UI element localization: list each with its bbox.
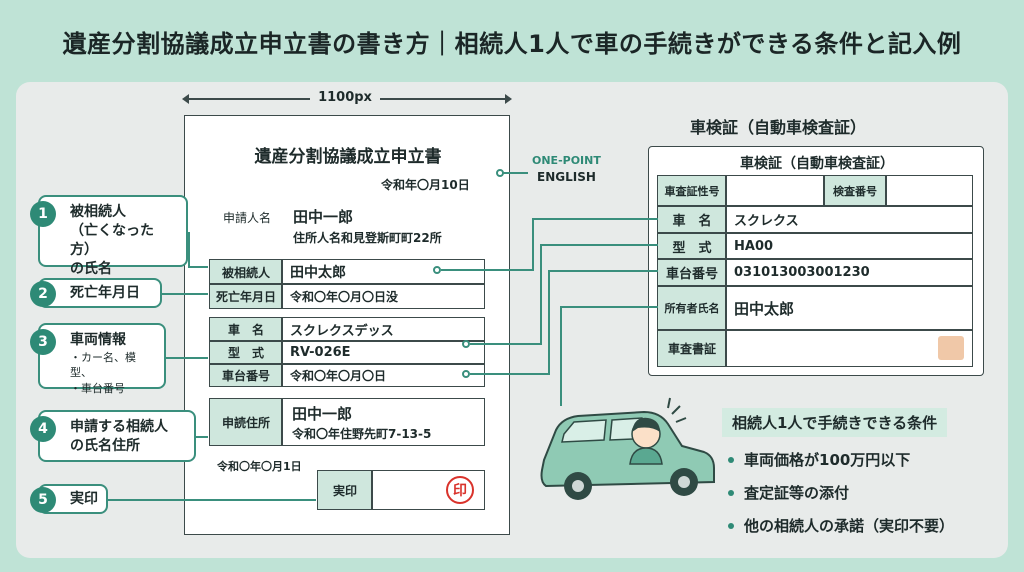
stamp-square (938, 336, 964, 360)
car-illustration (540, 397, 715, 500)
heir-address-label: 申読住所 (210, 399, 282, 445)
label-text: 被相続人 （亡くなった方） の氏名 (70, 204, 154, 277)
seal-label: 実印 (318, 471, 372, 509)
card-model-value: HA00 (734, 238, 774, 254)
connector-card-a (441, 269, 534, 271)
sign-date: 令和〇年〇月1日 (217, 460, 302, 473)
chassis-value: 令和〇年〇月〇日 (290, 368, 387, 383)
chassis-dot (462, 370, 470, 378)
label-text: 車両情報 (70, 332, 126, 348)
car-name-value: スクレクスデッス (290, 324, 394, 339)
deceased-label: 被相続人 (210, 260, 282, 284)
deceased-name: 田中太郎 (290, 265, 346, 281)
condition-item: 査定証等の添付 (722, 482, 992, 503)
seal-box: 実印 印 (317, 470, 485, 510)
label-vehicle: 3 車両情報 ・カー名、模型、 ・車台番号 (30, 323, 166, 395)
connector-card-a3 (532, 218, 658, 220)
document-title: 遺産分割協議成立申立書 (254, 147, 442, 167)
model-value: RV-026E (290, 345, 351, 360)
connector-5 (108, 499, 316, 501)
conditions-panel: 相続人1人で手続きできる条件 車両価格が100万円以下 査定証等の添付 他の相続… (722, 408, 992, 536)
connector-card-b2 (540, 244, 542, 345)
cert-no-label: 車査証性号 (658, 176, 726, 206)
connector-1 (188, 232, 190, 268)
width-dimension-label: 1100px (310, 90, 380, 105)
chassis-label: 車台番号 (210, 364, 282, 386)
label-text: 死亡年月日 (70, 285, 140, 301)
owner-label: 所有者氏名 (658, 286, 726, 330)
deceased-table: 被相続人 田中太郎 死亡年月日 令和〇年〇月〇日没 (209, 259, 485, 309)
connector-card-c3 (548, 270, 658, 272)
death-date-value: 令和〇年〇月〇日没 (290, 289, 399, 304)
card-heading: 車検証（自動車検査証） (690, 118, 867, 137)
heir-address: 令和〇年住野先町7-13-5 (292, 427, 432, 441)
inspect-no-label: 検査番号 (824, 176, 886, 206)
application-document: 遺産分割協議成立申立書 令和年〇月10日 申請人名 田中一郎 住所人名和見登斯町… (184, 115, 510, 535)
model-label: 型 式 (210, 341, 282, 364)
card-car-name-value: スクレクス (734, 214, 799, 229)
death-date-label: 死亡年月日 (210, 284, 282, 308)
card-title: 車検証（自動車検査証） (740, 156, 894, 172)
label-death-date: 2 死亡年月日 (30, 278, 162, 308)
label-number: 4 (30, 416, 56, 442)
deceased-dot (433, 266, 441, 274)
one-point-connector (500, 172, 528, 174)
connector-card-b3 (540, 244, 658, 246)
label-subtext: ・カー名、模型、 ・車台番号 (70, 350, 136, 395)
card-chassis-label: 車台番号 (658, 259, 726, 286)
one-point-dot (496, 169, 504, 177)
conditions-title: 相続人1人で手続きできる条件 (722, 408, 948, 437)
car-name-label: 車 名 (210, 318, 282, 341)
condition-item: 車両価格が100万円以下 (722, 449, 992, 470)
connector-3 (166, 357, 208, 359)
vehicle-table: 車 名 スクレクスデッス 型 式 RV-026E 車台番号 令和〇年〇月〇日 (209, 317, 485, 387)
card-chassis-value: 031013003001230 (734, 265, 870, 280)
connector-card-b (470, 343, 542, 345)
applicant-label: 申請人名 (223, 211, 272, 225)
seal-stamp: 印 (446, 476, 474, 504)
one-point-english: ENGLISH (537, 170, 596, 184)
inspect-cert-label: 車査書証 (658, 330, 726, 366)
label-deceased: 1 被相続人 （亡くなった方） の氏名 (30, 195, 188, 277)
card-table: 車査証性号 検査番号 車 名 スクレクス 型 式 HA00 車台番号 03101… (657, 175, 973, 367)
vehicle-certificate-card: 車検証（自動車検査証） 車査証性号 検査番号 車 名 スクレクス 型 式 HA0… (648, 146, 984, 376)
label-heir: 4 申請する相続人 の氏名住所 (30, 410, 196, 462)
one-point-label: ONE-POINT (532, 154, 601, 167)
connector-2 (162, 293, 208, 295)
model-dot (462, 340, 470, 348)
label-number: 5 (30, 487, 56, 513)
label-number: 3 (30, 329, 56, 355)
label-text: 申請する相続人 の氏名住所 (70, 419, 168, 454)
connector-owner2 (560, 306, 562, 406)
label-text: 実印 (70, 491, 98, 507)
owner-value: 田中太郎 (734, 299, 795, 318)
connector-card-c (470, 373, 550, 375)
condition-item: 他の相続人の承諾（実印不要） (722, 515, 992, 536)
connector-card-a2 (532, 218, 534, 271)
connector-1b (188, 266, 208, 268)
connector-4 (196, 436, 208, 438)
page-title: 遺産分割協議成立申立書の書き方｜相続人1人で車の手続きができる条件と記入例 (62, 29, 962, 58)
card-model-label: 型 式 (658, 233, 726, 259)
label-seal: 5 実印 (30, 484, 108, 514)
label-number: 2 (30, 281, 56, 307)
heir-table: 申読住所 田中一郎 令和〇年住野先町7-13-5 (209, 398, 485, 446)
document-date: 令和年〇月10日 (381, 178, 470, 192)
label-number: 1 (30, 201, 56, 227)
applicant-address: 住所人名和見登斯町町22所 (293, 231, 442, 245)
connector-owner (560, 306, 658, 308)
connector-card-c2 (548, 270, 550, 375)
card-car-name-label: 車 名 (658, 206, 726, 233)
applicant-name: 田中一郎 (293, 208, 354, 226)
heir-name: 田中一郎 (292, 405, 353, 423)
